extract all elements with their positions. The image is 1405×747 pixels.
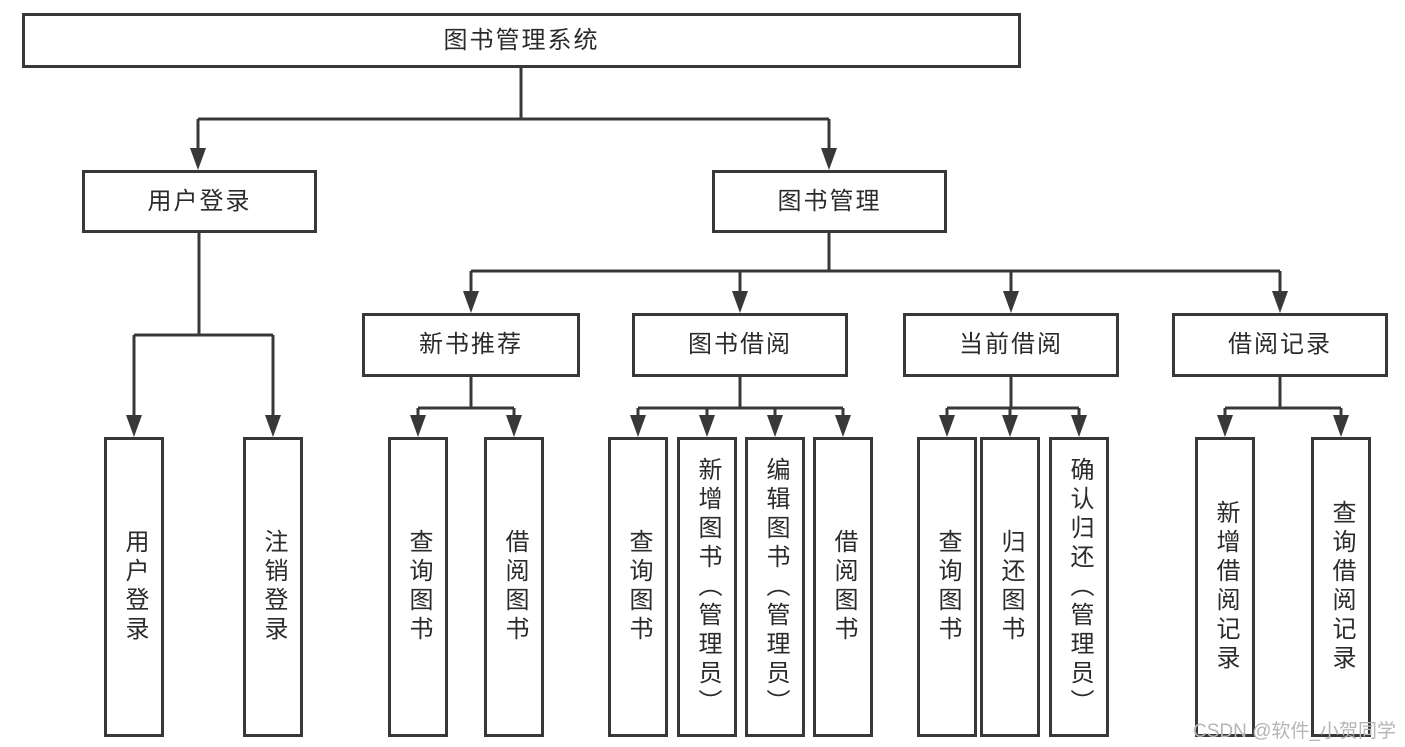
node-label: 新增图书（管理员） xyxy=(694,456,721,718)
node-leaf-edit-books-admin: 编辑图书（管理员） xyxy=(745,437,805,737)
node-leaf-confirm-return-admin: 确认归还（管理员） xyxy=(1049,437,1109,737)
connector-root-to-level2 xyxy=(190,68,837,170)
node-user-login: 用户登录 xyxy=(82,170,317,233)
node-label: 查询图书 xyxy=(625,529,652,645)
node-label: 注销登录 xyxy=(260,529,287,645)
node-book-management: 图书管理 xyxy=(712,170,947,233)
node-label: 借阅记录 xyxy=(1228,331,1332,358)
node-label: 查询图书 xyxy=(405,529,432,645)
node-label: 新书推荐 xyxy=(419,331,523,358)
node-label: 新增借阅记录 xyxy=(1212,500,1239,674)
csdn-watermark: CSDN @软件_小贺同学 xyxy=(1193,721,1396,742)
node-label: 查询图书 xyxy=(934,529,961,645)
connector-book-borrow-to-children xyxy=(630,377,851,437)
node-label: 图书借阅 xyxy=(688,331,792,358)
node-root-book-management-system: 图书管理系统 xyxy=(22,13,1021,68)
node-label: 图书管理系统 xyxy=(443,26,600,54)
node-leaf-query-books-borrow: 查询图书 xyxy=(608,437,668,737)
node-leaf-add-borrow-record: 新增借阅记录 xyxy=(1195,437,1255,737)
node-label: 图书管理 xyxy=(777,187,882,215)
node-label: 用户登录 xyxy=(121,529,148,645)
connector-user-login-to-children xyxy=(126,233,281,437)
node-leaf-borrow-books-recommend: 借阅图书 xyxy=(484,437,544,737)
node-label: 借阅图书 xyxy=(501,529,528,645)
node-label: 当前借阅 xyxy=(959,331,1063,358)
node-leaf-borrow-books: 借阅图书 xyxy=(813,437,873,737)
node-leaf-user-login: 用户登录 xyxy=(104,437,164,737)
connector-new-book-recommend-to-children xyxy=(410,377,522,437)
node-label: 编辑图书（管理员） xyxy=(762,456,789,718)
node-leaf-add-books-admin: 新增图书（管理员） xyxy=(677,437,737,737)
node-label: 归还图书 xyxy=(997,529,1024,645)
node-leaf-return-books: 归还图书 xyxy=(980,437,1040,737)
node-leaf-query-borrow-record: 查询借阅记录 xyxy=(1311,437,1371,737)
node-book-borrow: 图书借阅 xyxy=(632,313,848,377)
node-label: 借阅图书 xyxy=(830,529,857,645)
node-leaf-query-books-current: 查询图书 xyxy=(917,437,977,737)
node-leaf-logout: 注销登录 xyxy=(243,437,303,737)
connector-book-management-to-level3 xyxy=(463,233,1288,313)
node-new-book-recommend: 新书推荐 xyxy=(362,313,580,377)
node-label: 用户登录 xyxy=(147,187,252,215)
connector-borrow-record-to-children xyxy=(1217,377,1349,437)
node-label: 查询借阅记录 xyxy=(1328,500,1355,674)
node-label: 确认归还（管理员） xyxy=(1066,456,1093,718)
node-borrow-record: 借阅记录 xyxy=(1172,313,1388,377)
node-current-borrow: 当前借阅 xyxy=(903,313,1119,377)
node-leaf-query-books-recommend: 查询图书 xyxy=(388,437,448,737)
connector-current-borrow-to-children xyxy=(939,377,1087,437)
